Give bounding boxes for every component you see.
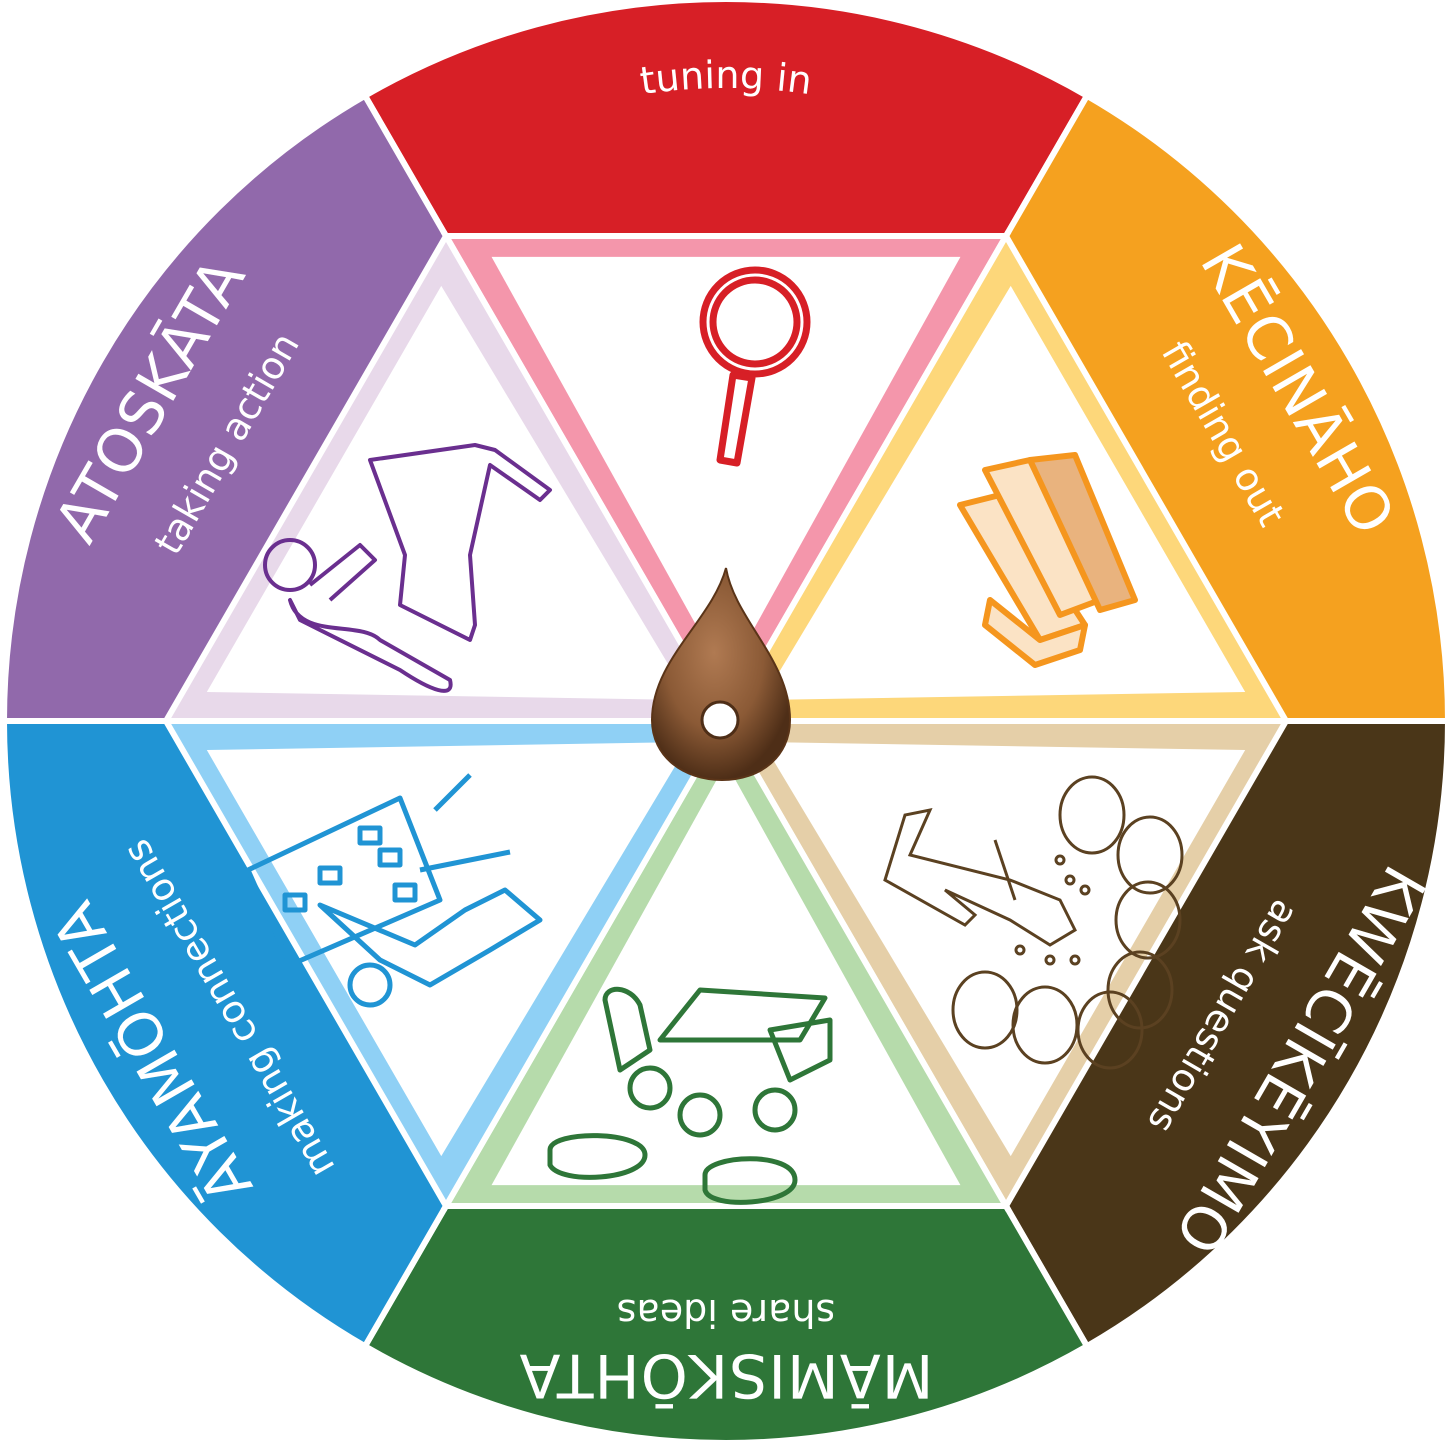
panel-mamiskohta <box>491 763 961 1186</box>
panel-ayamohta <box>206 742 690 1157</box>
person-working-desk-icon <box>263 443 552 693</box>
segment-subtitle: tuning in <box>637 53 814 103</box>
group-discussion-icon <box>547 986 833 1205</box>
thinking-person-questions-icon <box>883 775 1184 1070</box>
segment-subtitle: share ideas <box>617 1291 836 1335</box>
panel-kwecikeyimo <box>762 742 1246 1157</box>
panel-nitoska <box>491 256 961 679</box>
segment-label-mamiskohta: MĀMISKŌHTA share ideas <box>518 1291 933 1410</box>
diagram-board-icon <box>245 773 543 1008</box>
panel-atoskata <box>206 285 690 700</box>
svg-text:tuning in: tuning in <box>637 53 814 103</box>
spinner-pointer-icon[interactable] <box>650 567 792 782</box>
books-icon <box>957 452 1138 668</box>
magnifying-glass-icon <box>699 266 811 467</box>
segment-title: MĀMISKŌHTA <box>518 1340 933 1410</box>
